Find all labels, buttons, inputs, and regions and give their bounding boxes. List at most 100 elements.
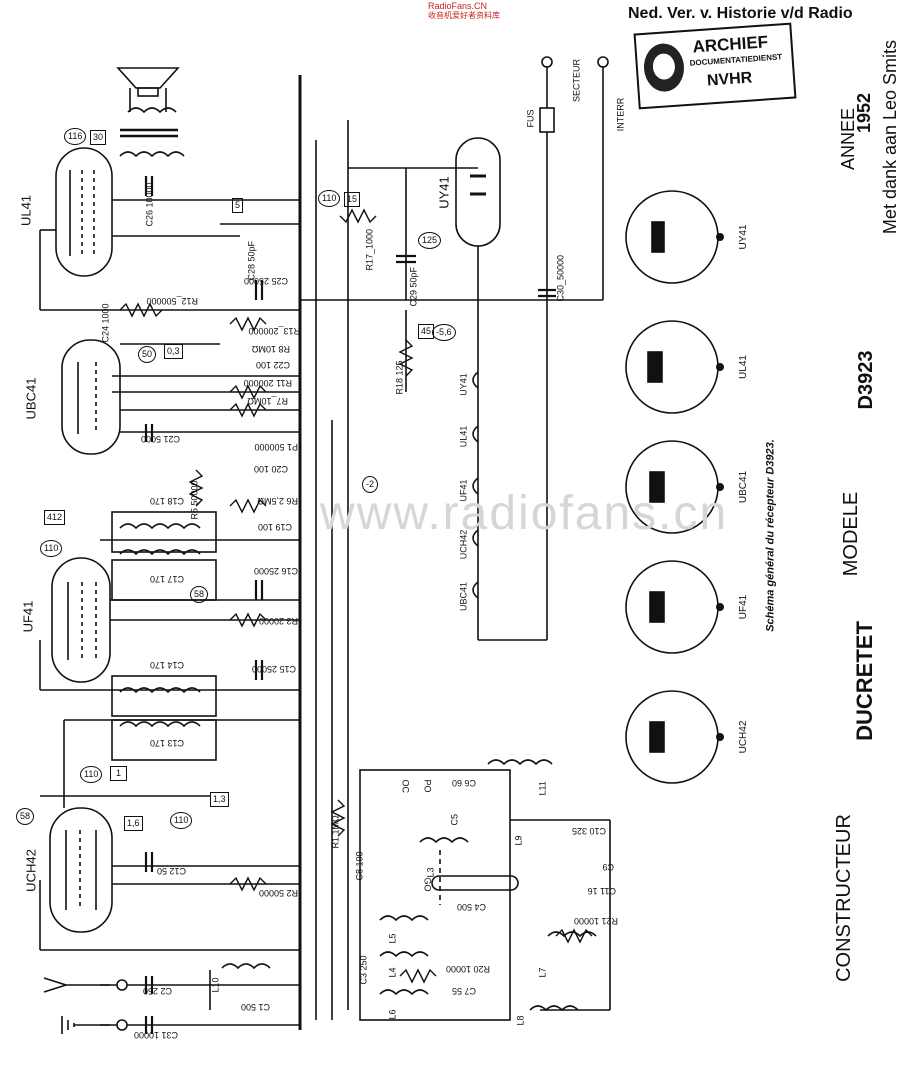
component-label: R7_10MΩ [247,396,288,406]
secteur-label: SECTEUR [571,59,582,103]
tube-label-uf41: UF41 [20,600,36,633]
watermark-top-cn: 收音机爱好者资料库 [428,11,500,20]
component-label: C25 25000 [243,276,288,286]
tube-ul41-body [55,147,113,277]
node-value: 15 [344,192,361,207]
header-org: Ned. Ver. v. Historie v/d Radio [628,5,853,22]
component-label: C6 60 [451,778,476,788]
heater-label-2: UL41 [458,425,469,448]
component-label: C4 500 [456,902,486,912]
node-value: -2 [362,476,379,493]
node-value: 58 [190,586,209,603]
component-label: C18 170 [149,496,184,506]
component-label: L8 [515,1015,526,1026]
year: 1952 [854,92,874,134]
node-value: 1 [110,766,128,781]
component-label: L10 [210,977,221,993]
component-label: C24 1000 [100,303,111,343]
component-label: C30_50000 [555,254,566,302]
node-value: 116 [64,128,87,145]
pinout-ul41 [625,320,719,414]
component-label: R8 10MΩ [251,344,290,354]
model-number: D3923 [855,350,877,410]
tube-label-ubc41: UBC41 [23,377,39,420]
component-label: R20 10000 [445,964,490,974]
thanks-note: Met dank aan Leo Smits [880,39,900,235]
fus-label: FUS [525,109,536,128]
node-value: 58 [16,808,35,825]
component-label: C21 5000 [140,434,180,444]
component-label: L9 [513,835,524,846]
component-label: C13 170 [149,738,184,748]
archief-stamp: ARCHIEF DOCUMENTATIEDIENST NVHR [633,22,797,110]
tube-label-uy41: UY41 [436,176,452,209]
node-value: 110 [80,766,103,783]
watermark-top: RadioFans.CN [428,1,488,11]
heater-label-1: UY41 [458,373,469,396]
pinout-label-3: UBC41 [738,470,749,504]
caption: Schéma général du récepteur D3923. [764,439,777,632]
node-value: 110 [170,812,193,829]
band-label-po: PO [422,779,433,793]
tube-label-ul41: UL41 [18,194,34,227]
component-label: C8 100 [354,851,365,881]
heater-label-4: UCH42 [458,529,469,560]
node-value: 110 [318,190,341,207]
component-label: R13_200000 [248,326,300,336]
node-value: 412 [44,510,66,525]
component-label: R12_500000 [146,296,198,306]
component-label: R18 125 [394,360,405,395]
pinout-label-4: UF41 [738,594,749,620]
node-value: 1,6 [124,816,143,831]
model-label: MODELE [840,491,862,577]
component-label: C2 250 [142,986,172,996]
component-label: R11 200000 [243,378,292,388]
component-label: L11 [537,781,548,796]
pinout-label-2: UL41 [738,355,749,379]
component-label: C31 10000 [133,1030,178,1040]
component-label: R5 50000 [189,480,200,520]
pinout-label-1: UY41 [738,224,749,250]
component-label: L3 [425,867,436,878]
component-label: C1 500 [240,1002,270,1012]
component-label: L4 [387,967,398,978]
component-label: L5 [387,933,398,944]
tube-ubc41-body [61,339,121,455]
component-label: C20 100 [253,464,288,474]
nvhr-logo-icon [642,42,686,93]
pinout-uf41 [625,560,719,654]
component-label: P1 500000 [254,442,298,452]
node-value: 5 [232,198,244,213]
component-label: C3 250 [358,955,369,985]
band-label-oc: OC [400,779,411,794]
component-label: C9 [602,862,614,872]
heater-label-5: UBC41 [458,582,469,612]
component-label: L6 [387,1009,398,1020]
component-label: C29 50pF [408,266,419,307]
constructor-name: DUCRETET [852,621,877,741]
tube-uy41-body [455,137,501,247]
interr-label: INTERR [615,97,626,132]
component-label: C15 25000 [251,664,296,674]
tube-label-uch42: UCH42 [23,849,39,892]
component-label: C12 50 [156,866,186,876]
pinout-label-5: UCH42 [738,720,749,754]
node-value: 30 [90,130,107,145]
pinout-uy41 [625,190,719,284]
heater-label-3: UF41 [458,479,469,502]
component-label: C5 [449,813,460,826]
pinout-uch42 [625,690,719,784]
tube-uch42-body [49,807,113,933]
component-label: C7 55 [451,986,476,996]
node-value: 50 [138,346,157,363]
component-label: R17_1000 [364,228,375,271]
node-value: -5,6 [432,324,456,341]
component-label: C26 10000 [144,182,155,227]
tube-uf41-body [51,557,111,683]
component-label: C11 16 [587,886,616,896]
component-label: L7 [537,967,548,978]
component-label: R3 20000 [258,616,298,626]
component-label: R21 10000 [573,916,618,926]
node-value: 110 [40,540,63,557]
